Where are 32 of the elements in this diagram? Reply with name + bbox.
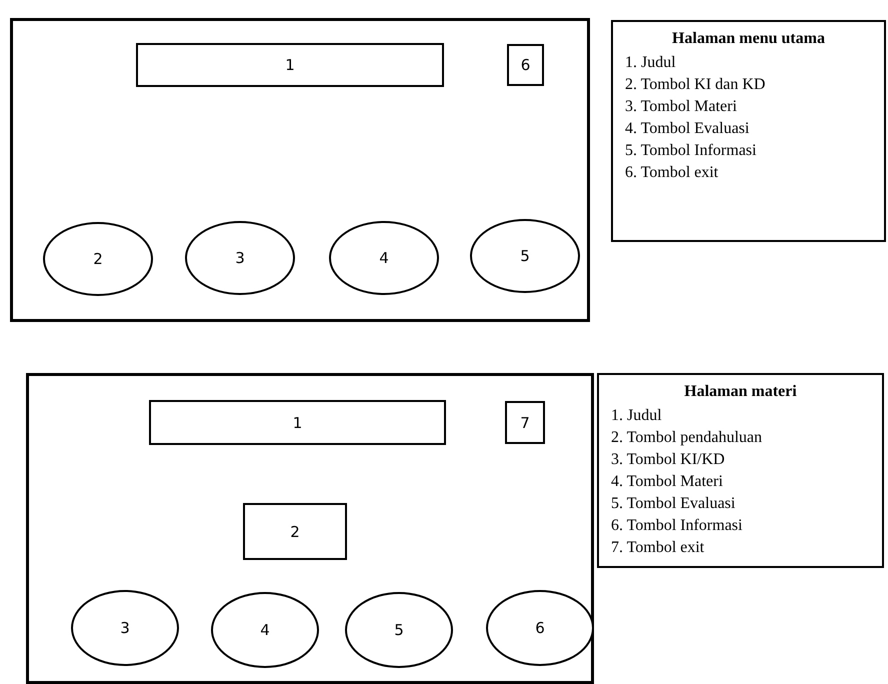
list-item: 6. Tombol exit [625,163,720,183]
oval-placeholder-field: 6 [486,590,594,666]
list-item: 5. Tombol Evaluasi [611,494,736,514]
oval-placeholder-field: 5 [470,219,580,293]
screen-frame [10,18,590,322]
oval-placeholder-field: 5 [345,592,453,668]
screen-frame [26,373,594,684]
list-item: 3. Tombol KI/KD [611,450,726,470]
legend-panel [611,20,886,242]
title-field: 1 [136,43,444,87]
list-item: 4. Tombol Evaluasi [625,119,750,139]
placeholder-field: 2 [243,503,347,560]
list-item: 6. Tombol Informasi [611,516,744,536]
title-field: 1 [149,400,446,445]
list-item: 2. Tombol pendahuluan [611,428,764,448]
oval-placeholder-field: 3 [71,590,179,666]
list-item: 5. Tombol Informasi [625,141,758,161]
placeholder-field: 7 [505,401,545,444]
list-item: 3. Tombol Materi [625,97,738,117]
list-item: 7. Tombol exit [611,538,706,558]
list-item: 2. Tombol KI dan KD [625,75,766,95]
placeholder-field: 6 [507,44,544,86]
list-item: 4. Tombol Materi [611,472,724,492]
panel-heading: Halaman menu utama [671,29,826,49]
oval-placeholder-field: 4 [329,221,439,295]
oval-placeholder-field: 2 [43,222,153,296]
list-item: 1. Judul [625,53,677,73]
list-item: 1. Judul [611,406,663,426]
legend-panel [597,373,884,568]
oval-placeholder-field: 3 [185,221,295,295]
panel-heading: Halaman materi [683,382,798,402]
oval-placeholder-field: 4 [211,592,319,668]
